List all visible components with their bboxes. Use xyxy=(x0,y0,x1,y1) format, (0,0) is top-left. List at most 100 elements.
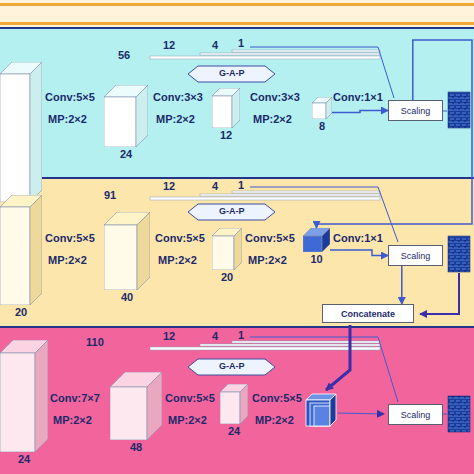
gap-label: G-A-P xyxy=(219,361,245,371)
channel-count: 10 xyxy=(303,253,330,266)
feature-block: 24 xyxy=(104,85,148,162)
strip-line xyxy=(0,22,474,25)
block-side xyxy=(322,228,330,252)
block-shape xyxy=(303,228,330,252)
layer-label: 1 xyxy=(238,37,244,50)
layer-label: 4 xyxy=(212,330,218,343)
layer-label: MP:2×2 xyxy=(248,254,287,267)
block-shape xyxy=(104,212,150,290)
block-shape xyxy=(110,372,162,440)
feature-block: 10 xyxy=(303,228,330,267)
block-side xyxy=(30,195,42,305)
feature-block: 12 xyxy=(0,62,42,217)
block-front xyxy=(212,236,234,270)
block-shape xyxy=(0,195,42,305)
gap-label: G-A-P xyxy=(219,206,245,216)
block-shape xyxy=(312,97,332,119)
feature-block: 24 xyxy=(0,340,48,467)
block-shape xyxy=(212,88,240,128)
layer-label: Conv:5×5 xyxy=(252,392,302,405)
gap-arrow xyxy=(188,66,275,375)
layer-label: 1 xyxy=(238,179,244,192)
band xyxy=(0,327,474,474)
channel-count: 20 xyxy=(212,271,242,284)
box-label: Scaling xyxy=(401,410,431,420)
layer-label: 1 xyxy=(238,329,244,342)
layer-label: 12 xyxy=(163,330,175,343)
layer-label: MP:2×2 xyxy=(158,254,197,267)
block-shape xyxy=(212,228,242,270)
connector xyxy=(317,40,473,228)
channel-count: 40 xyxy=(104,291,150,304)
block-front xyxy=(220,392,240,424)
layer-label: Conv:1×1 xyxy=(333,91,383,104)
heatmap xyxy=(448,92,470,432)
feature-block: 12 xyxy=(212,88,240,143)
box-label: Scaling xyxy=(401,251,431,261)
block-shape xyxy=(220,384,248,424)
block-side xyxy=(137,212,150,290)
block-shape xyxy=(104,85,148,147)
gap-label: G-A-P xyxy=(219,68,245,78)
block-side xyxy=(147,372,162,440)
layer-label: 110 xyxy=(86,336,104,349)
block-front xyxy=(212,96,232,128)
strip-line xyxy=(0,3,474,6)
block-front xyxy=(312,103,326,119)
connector xyxy=(330,250,388,255)
connector xyxy=(332,111,388,113)
layer-label: 91 xyxy=(104,189,116,202)
layer-label: Conv:1×1 xyxy=(333,232,383,245)
block-front xyxy=(303,236,322,252)
layer-label: Conv:5×5 xyxy=(155,232,205,245)
layer-label: Conv:5×5 xyxy=(245,232,295,245)
block-side xyxy=(234,228,242,270)
flow-line xyxy=(326,111,459,414)
process-box: Scaling xyxy=(388,100,443,121)
layer-label: 4 xyxy=(212,39,218,52)
layer-label: 12 xyxy=(163,39,175,52)
feature-block: 40 xyxy=(104,212,150,305)
layer-label: Conv:5×5 xyxy=(45,91,95,104)
layer-label: MP:2×2 xyxy=(255,414,294,427)
block-front xyxy=(0,207,30,305)
feature-block: 20 xyxy=(0,195,42,320)
layer-label: MP:2×2 xyxy=(168,414,207,427)
feature-block: 48 xyxy=(110,372,162,455)
channel-count: 48 xyxy=(110,441,162,454)
band-border xyxy=(0,28,474,327)
band xyxy=(0,178,474,327)
layer-label: Conv:3×3 xyxy=(250,91,300,104)
channel-count: 24 xyxy=(104,148,148,161)
layer-label: MP:2×2 xyxy=(253,113,292,126)
process-box: Scaling xyxy=(388,245,443,266)
layer-label: 4 xyxy=(212,180,218,193)
block-front xyxy=(0,74,30,202)
process-box: Scaling xyxy=(388,404,443,425)
block-side xyxy=(240,384,248,424)
box-label: Concatenate xyxy=(341,309,395,319)
block-front xyxy=(110,387,147,440)
process-box: Concatenate xyxy=(322,304,414,323)
band xyxy=(0,28,474,178)
feature-block: 20 xyxy=(212,228,242,285)
feature-block: 24 xyxy=(220,384,248,439)
layer-label: Conv:7×7 xyxy=(50,392,100,405)
layer-label: 12 xyxy=(163,180,175,193)
channel-count: 8 xyxy=(312,120,332,133)
block-shape xyxy=(0,62,42,202)
block-front xyxy=(104,225,137,290)
top-strip xyxy=(0,0,474,28)
feature-block: 8 xyxy=(312,97,332,134)
channel-count: 24 xyxy=(220,425,248,438)
block-side xyxy=(136,85,148,147)
layer-label: MP:2×2 xyxy=(48,113,87,126)
block-shape xyxy=(0,340,48,452)
block-side xyxy=(232,88,240,128)
feature-stack xyxy=(306,394,336,426)
block-side xyxy=(35,340,48,452)
layer-label: Conv:3×3 xyxy=(153,91,203,104)
block-front xyxy=(0,353,35,452)
connector xyxy=(401,266,403,304)
